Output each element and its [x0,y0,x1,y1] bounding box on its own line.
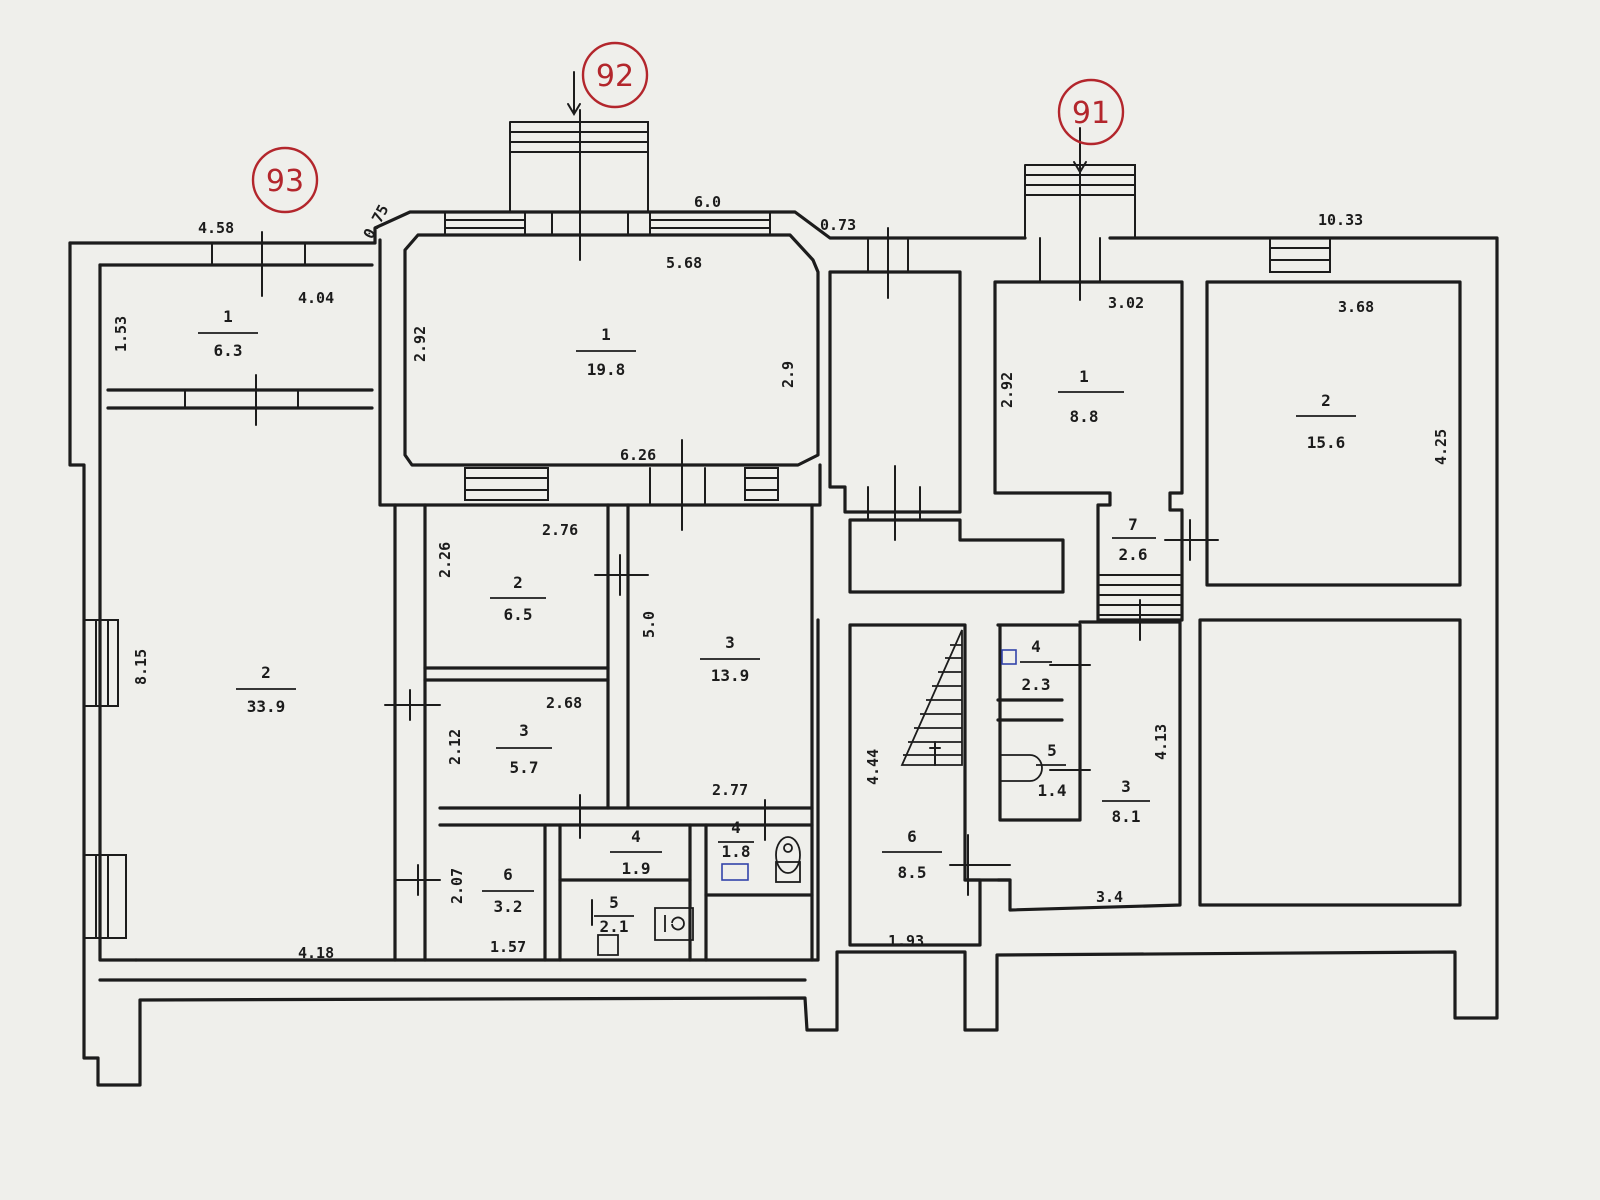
svg-text:2: 2 [261,663,271,682]
dim-label: 4.25 [1432,429,1450,465]
svg-text:33.9: 33.9 [247,697,286,716]
room-92-3: 3 13.9 [700,633,760,685]
svg-text:1: 1 [223,307,233,326]
room-92-6: 6 3.2 [482,865,534,916]
dim-label: 4.44 [864,749,882,785]
svg-text:4: 4 [631,827,641,846]
dim-label: 3.4 [1096,888,1123,906]
svg-text:3.2: 3.2 [494,897,523,916]
room-92-2: 2 6.5 [490,573,546,624]
fixtures [597,649,1043,956]
room-93-1: 1 6.3 [198,307,258,360]
dim-label: 6.0 [694,193,721,211]
dim-label: 0.73 [820,216,856,234]
stair-flight [900,629,963,766]
room-92-1: 1 19.8 [576,325,636,379]
dim-label: 2.76 [542,521,578,539]
dim-label: 2.77 [712,781,748,799]
dim-label: 5.0 [640,611,658,638]
room-91-3: 3 8.1 [1102,777,1150,826]
room-labels: 1 6.3 2 33.9 1 19.8 2 6.5 3 5.7 3 13.9 [198,307,1356,936]
dim-label: 2.68 [546,694,582,712]
apartment-92: 92 [581,41,649,109]
svg-text:2.3: 2.3 [1022,675,1051,694]
svg-text:7: 7 [1128,515,1138,534]
room-92-4b: 4 1.8 [718,818,754,861]
room-91-5: 5 1.4 [1036,741,1066,800]
svg-text:6.3: 6.3 [214,341,243,360]
walls [68,210,1499,1087]
svg-text:6: 6 [503,865,513,884]
svg-text:8.5: 8.5 [898,863,927,882]
svg-text:1.4: 1.4 [1038,781,1067,800]
svg-text:3: 3 [519,721,529,740]
dim-label: 4.18 [298,944,334,962]
svg-text:15.6: 15.6 [1307,433,1346,452]
dim-label: 4.58 [198,219,234,237]
room-91-1: 1 8.8 [1058,367,1124,426]
room-92-3-small: 3 5.7 [496,721,552,777]
dim-label: 4.04 [298,289,334,307]
svg-text:4: 4 [731,818,741,837]
apartment-93-label: 93 [266,164,304,199]
svg-text:1.9: 1.9 [622,859,651,878]
dim-label: 1.93 [888,932,924,950]
dim-label: 8.15 [132,649,150,685]
apartment-93: 93 [251,146,319,214]
dim-label: 10.33 [1318,211,1363,229]
room-92-4: 4 1.9 [610,827,662,878]
sink-icon-91 [1001,649,1017,665]
room-91-7: 7 2.6 [1112,515,1156,564]
svg-text:2: 2 [513,573,523,592]
room-92-5: 5 2.1 [594,893,634,936]
svg-text:2: 2 [1321,391,1331,410]
apartment-92-label: 92 [596,59,634,94]
svg-text:8.1: 8.1 [1112,807,1141,826]
apartment-91: 91 [1057,78,1125,146]
dim-label: 2.12 [446,729,464,765]
room-91-4: 4 2.3 [1020,637,1052,694]
dim-label: 6.26 [620,446,656,464]
svg-text:8.8: 8.8 [1070,407,1099,426]
svg-text:1: 1 [601,325,611,344]
svg-text:5.7: 5.7 [510,758,539,777]
room-91-2: 2 15.6 [1296,391,1356,452]
svg-text:1.8: 1.8 [722,842,751,861]
dim-label: 2.07 [448,868,466,904]
dim-label: 2.92 [998,372,1016,408]
room-91-6: 6 8.5 [882,827,942,882]
dim-label: 1.57 [490,938,526,956]
apartment-labels: 93 92 91 [251,41,1125,214]
dim-label: 5.68 [666,254,702,272]
svg-text:5: 5 [1047,741,1057,760]
svg-text:2.6: 2.6 [1119,545,1148,564]
sink-icon [721,863,749,881]
svg-text:2.1: 2.1 [600,917,629,936]
apartment-91-label: 91 [1072,96,1110,131]
svg-text:3: 3 [1121,777,1131,796]
dim-label: 2.9 [779,361,797,388]
openings [83,71,1331,939]
svg-text:4: 4 [1031,637,1041,656]
room-93-2: 2 33.9 [236,663,296,716]
svg-text:6: 6 [907,827,917,846]
svg-text:19.8: 19.8 [587,360,626,379]
svg-text:1: 1 [1079,367,1089,386]
dim-label: 4.13 [1152,724,1170,760]
dim-label: 1.53 [112,316,130,352]
svg-text:13.9: 13.9 [711,666,750,685]
toilet-icon [775,836,801,874]
svg-text:5: 5 [609,893,619,912]
svg-text:3: 3 [725,633,735,652]
dimension-labels: 4.58 0.75 6.0 0.73 10.33 4.04 5.68 3.02 … [112,193,1450,962]
dim-label: 2.92 [411,326,429,362]
dim-label: 3.68 [1338,298,1374,316]
dim-label: 2.26 [436,542,454,578]
dim-label: 3.02 [1108,294,1144,312]
svg-text:6.5: 6.5 [504,605,533,624]
